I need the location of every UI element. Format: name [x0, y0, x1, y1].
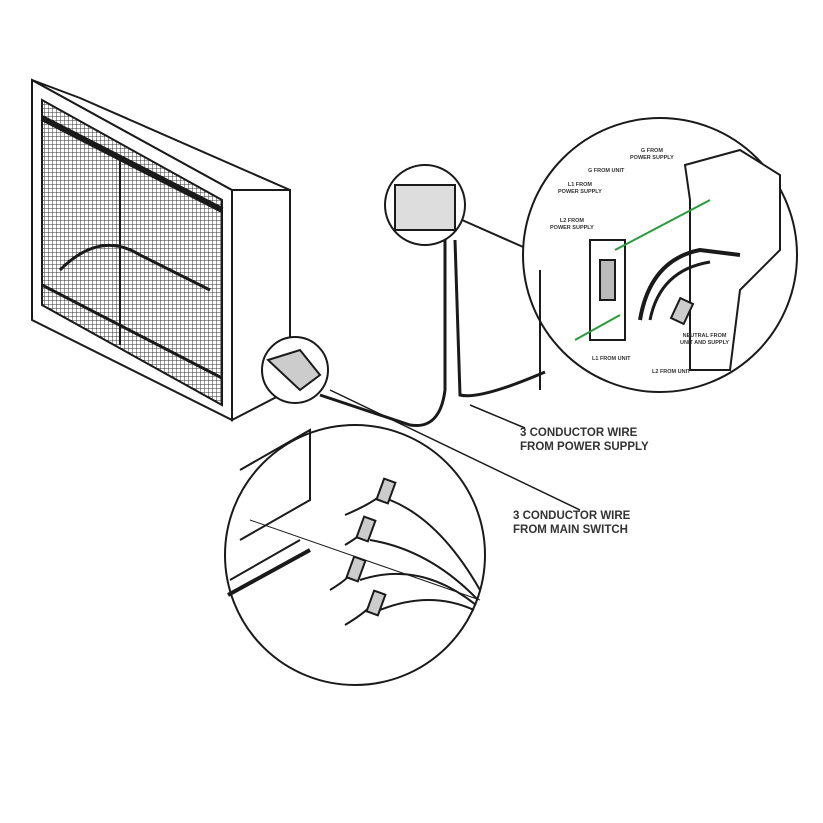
- label-l2-from-unit: L2 FROM UNIT: [652, 369, 691, 375]
- wire-nut-detail-callout: [224, 424, 486, 686]
- switch-detail-callout: [522, 117, 798, 393]
- unit-junction-callout: [261, 336, 329, 404]
- ground-wire: [574, 199, 711, 341]
- label-g-from-unit: G FROM UNIT: [588, 168, 625, 174]
- fireplace-unit: [31, 78, 291, 422]
- wires: [319, 239, 581, 511]
- label-l1-from-unit: L1 FROM UNIT: [592, 356, 631, 362]
- junction-box-callout: [384, 164, 531, 251]
